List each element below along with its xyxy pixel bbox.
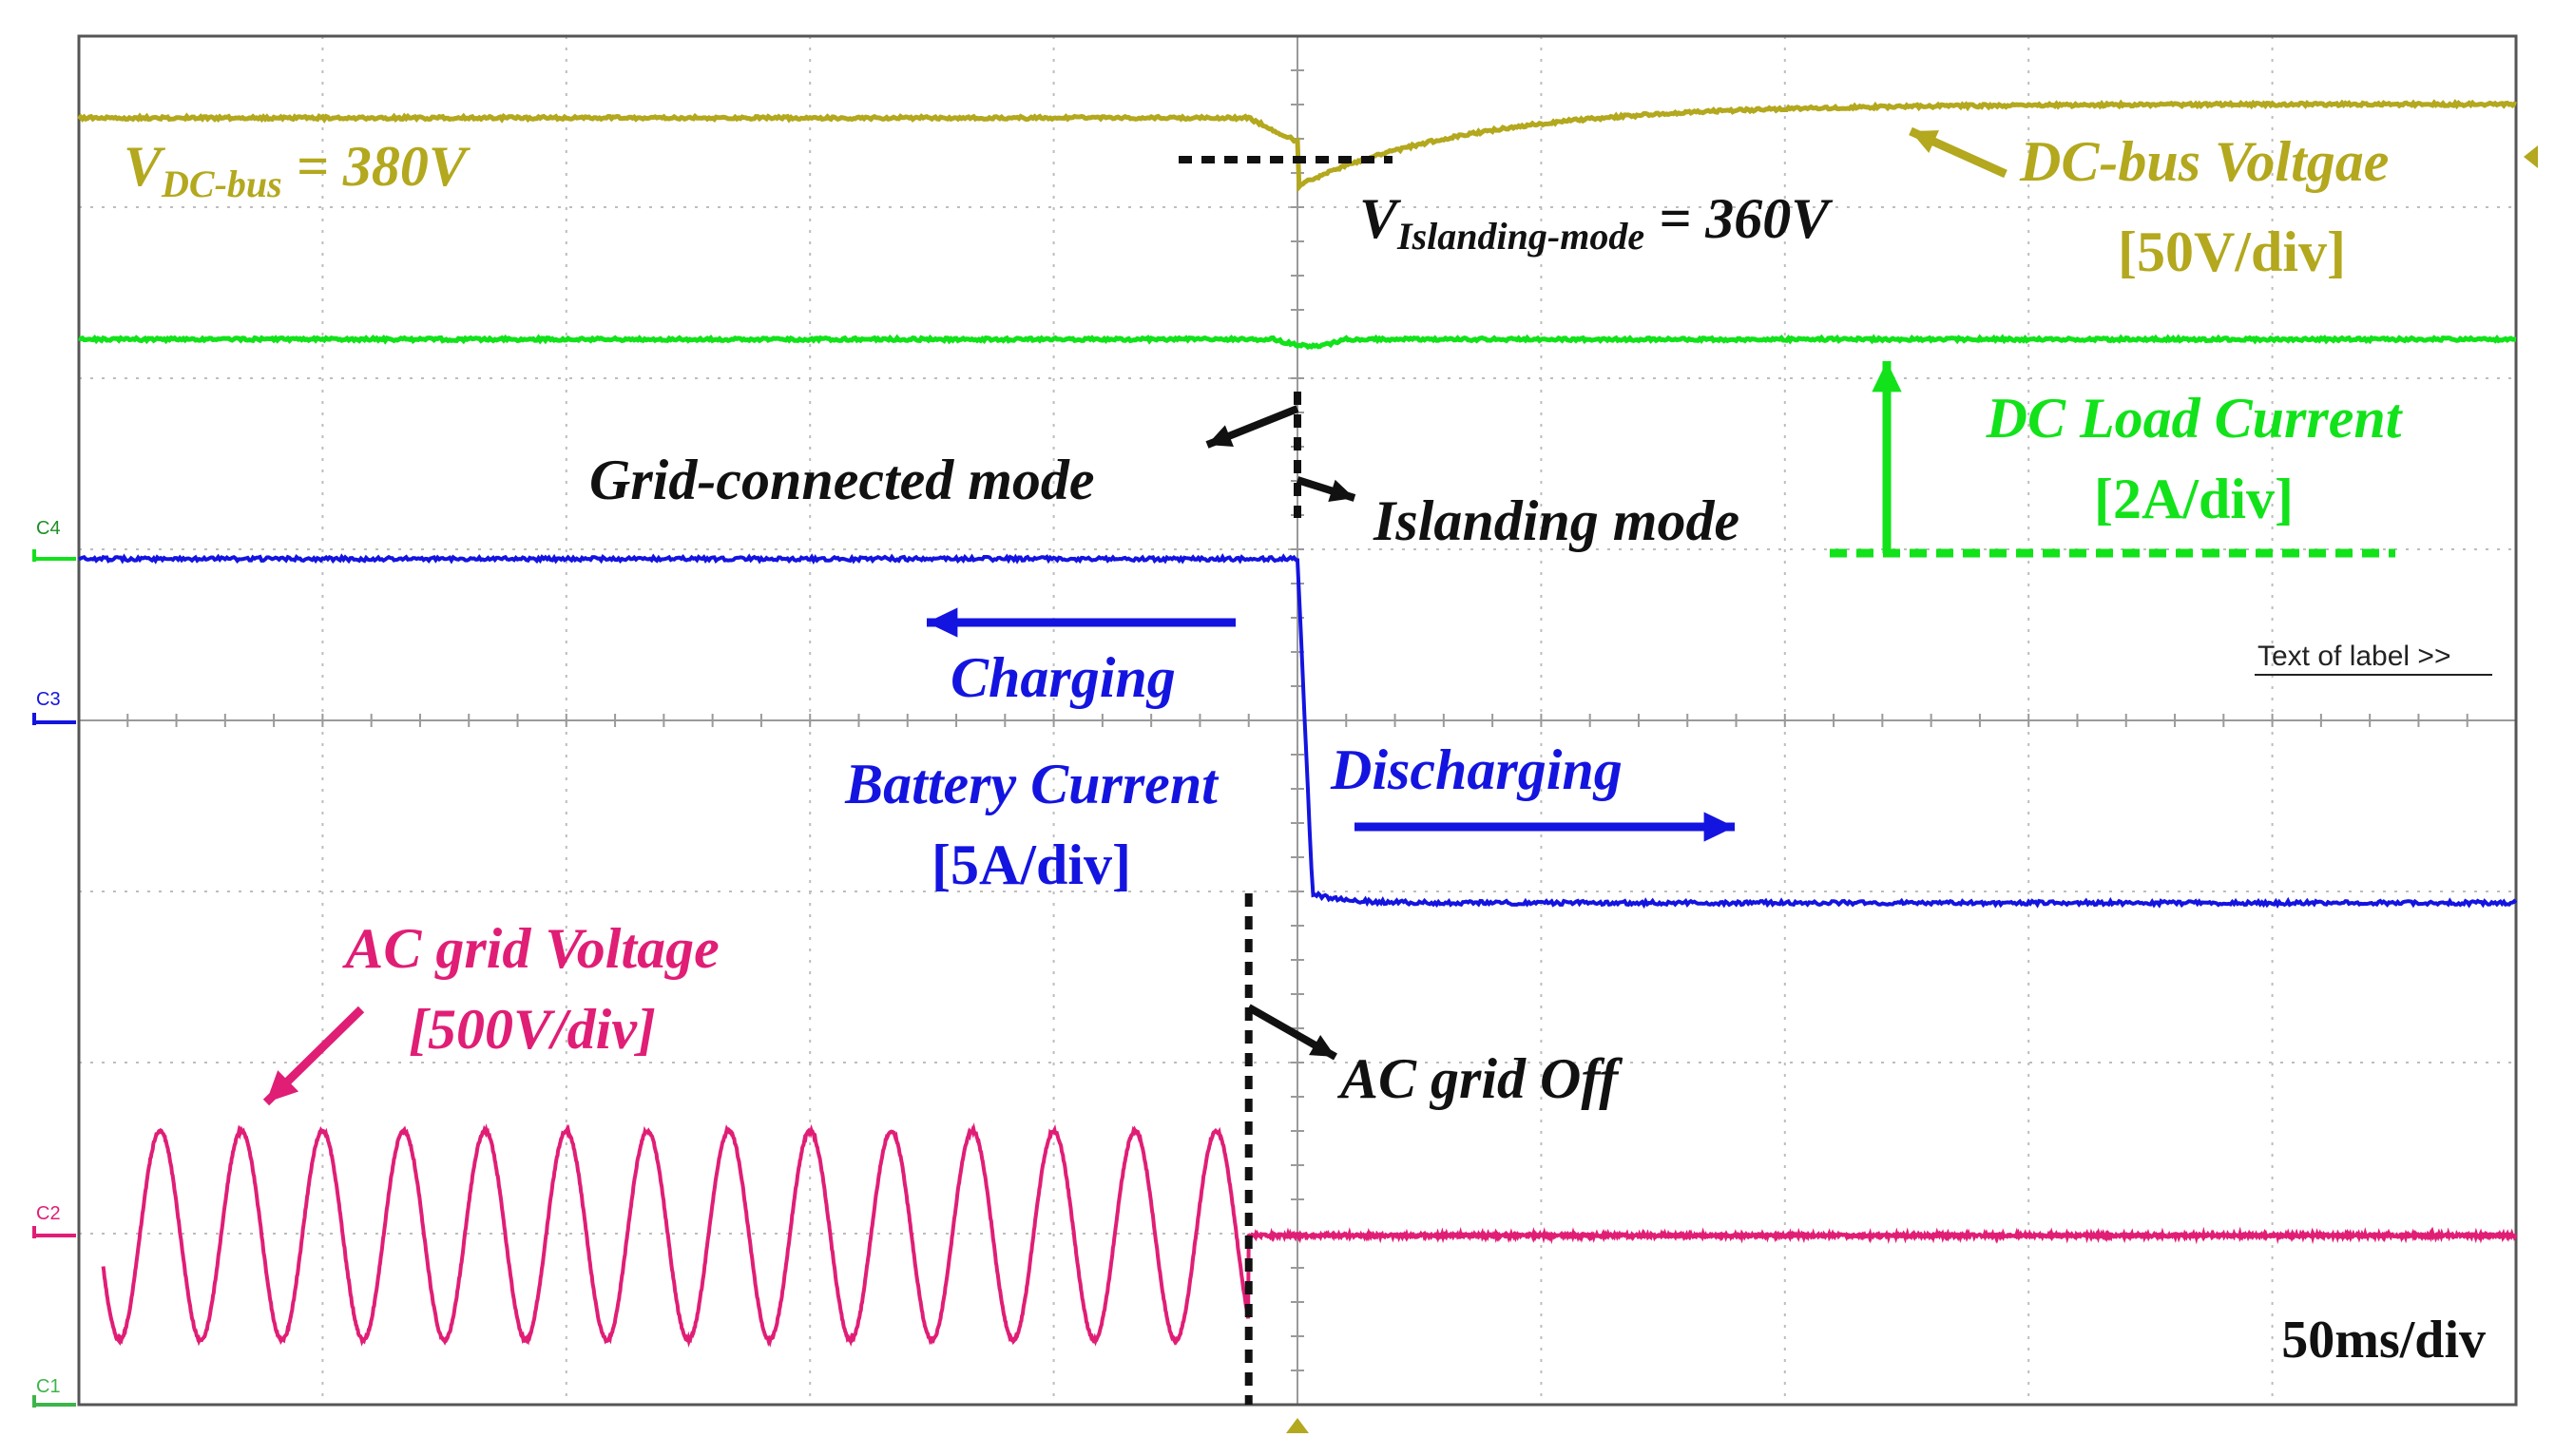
dcbus-series-name: DC-bus Voltgae	[2019, 130, 2389, 193]
channel-marker-c2: C2	[36, 1203, 61, 1224]
discharging-label: Discharging	[1330, 738, 1623, 801]
charging-label: Charging	[951, 646, 1176, 709]
acgrid-scale: [500V/div]	[409, 998, 656, 1061]
load-scale: [2A/div]	[2094, 468, 2294, 530]
battery-scale: [5A/div]	[932, 833, 1131, 896]
ac-grid-off-label: AC grid Off	[1336, 1047, 1623, 1110]
channel-marker-c3: C3	[36, 689, 61, 710]
channel-marker-c1: C1	[36, 1376, 61, 1397]
timebase-label: 50ms/div	[2281, 1311, 2486, 1370]
text-of-label-tag: Text of label >>	[2257, 641, 2450, 672]
load-series-name: DC Load Current	[1986, 387, 2404, 450]
channel-marker-c4: C4	[36, 518, 61, 539]
grid-connected-label: Grid-connected mode	[589, 449, 1095, 511]
acgrid-series-name: AC grid Voltage	[341, 917, 719, 980]
islanding-mode-label: Islanding mode	[1373, 489, 1739, 552]
dcbus-scale: [50V/div]	[2118, 220, 2346, 283]
battery-series-name: Battery Current	[844, 753, 1220, 815]
